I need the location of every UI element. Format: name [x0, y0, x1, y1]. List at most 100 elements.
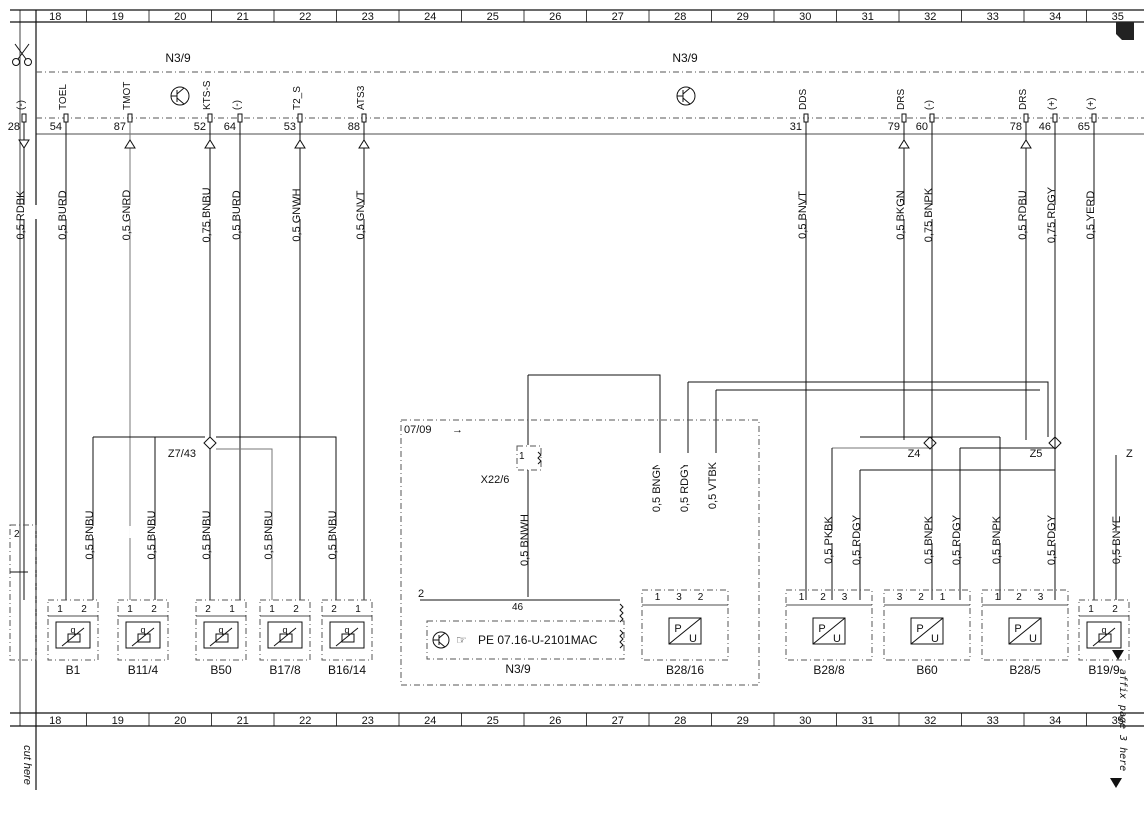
pin-label: 2	[81, 604, 87, 615]
component-label: B28/5	[1009, 663, 1041, 677]
grid-label-top: 33	[987, 11, 999, 23]
grid-label-bottom: 20	[174, 715, 186, 727]
sensor-wire-label: 0,5 BNBU	[327, 510, 339, 559]
splice-z4	[923, 436, 937, 450]
grid-label-bottom: 29	[737, 715, 749, 727]
pin-number: 60	[916, 121, 928, 133]
pin-label: 1	[1088, 604, 1094, 615]
pu-wire-label: 0,5 RDGY	[679, 461, 691, 512]
pin-signal: DDS	[798, 89, 809, 110]
grid-label-bottom: 32	[924, 715, 936, 727]
pin-number: 64	[224, 121, 236, 133]
grid-label-top: 27	[612, 11, 624, 23]
pu-u-label: U	[931, 633, 939, 645]
pu-wire-label: 0,5 VTBK	[707, 461, 719, 509]
connector-label-x22: X22/6	[481, 474, 510, 486]
pu-u-label: U	[1029, 633, 1037, 645]
arrow-icon: →	[452, 424, 463, 436]
pu-wire-label: 0,5 BNPK	[991, 515, 1003, 564]
module-label-left: N3/9	[165, 51, 191, 65]
wire-label: 0,5 RDBK	[15, 190, 27, 240]
component-label: B1	[66, 663, 81, 677]
pin-label: 2	[293, 604, 299, 615]
sensor-q-label: q	[218, 625, 223, 635]
left-stub-connector: 2	[9, 524, 37, 661]
pin-label: 3	[842, 592, 848, 603]
pin-signal: ATS3	[356, 85, 367, 110]
pu-p-label: P	[674, 623, 681, 635]
pin-signal: TMOT	[122, 82, 133, 110]
pin-signal: (-)	[924, 100, 935, 110]
sensor-q-label: q	[1101, 625, 1106, 635]
pu-wire-label: 0,5 RDGY	[851, 514, 863, 565]
pin-number: 87	[114, 121, 126, 133]
grid-label-bottom: 19	[112, 715, 124, 727]
module-label-right: N3/9	[672, 51, 698, 65]
module-pin-79: 79 DRS 0,5 BKGN	[878, 89, 930, 440]
pin-signal: (+)	[1047, 98, 1058, 111]
pin-label: 3	[897, 592, 903, 603]
sensor-q-label: q	[344, 625, 349, 635]
pin-signal: (-)	[16, 100, 27, 110]
pin-signal: DRS	[896, 89, 907, 110]
grid-label-top: 35	[1112, 11, 1124, 23]
grid-label-top: 29	[737, 11, 749, 23]
pin-number: 65	[1078, 121, 1090, 133]
pin-signal: (-)	[232, 100, 243, 110]
pin-number: 79	[888, 121, 900, 133]
pin-number: 28	[8, 121, 20, 133]
pin-label: 3	[676, 592, 682, 603]
connector-x22-6: 1	[516, 445, 542, 597]
affix-page-text: affix page 3 here	[1117, 669, 1128, 771]
component-label: B50	[210, 663, 232, 677]
pu-wire-label: 0,5 PKBK	[823, 515, 835, 563]
pu-wire-label: 0,5 BNPK	[923, 515, 935, 564]
pin-label: 1	[57, 604, 63, 615]
grid-label-bottom: 26	[549, 715, 561, 727]
wire-label: 0,75 RDGY	[1046, 186, 1058, 243]
grid-label-top: 30	[799, 11, 811, 23]
grid-label-top: 23	[362, 11, 374, 23]
pu-wire-label: 0,5 RDGY	[951, 514, 963, 565]
pu-u-label: U	[833, 633, 841, 645]
pin-signal: TOEL	[58, 84, 69, 110]
pin-label: 1	[229, 604, 235, 615]
pin-number: 78	[1010, 121, 1022, 133]
component-label: B28/8	[813, 663, 845, 677]
pin-label: 2	[205, 604, 211, 615]
grid-label-bottom: 27	[612, 715, 624, 727]
pin-number: 53	[284, 121, 296, 133]
pin-label: 2	[918, 592, 924, 603]
grid-label-top: 24	[424, 11, 436, 23]
grid-label-bottom: 24	[424, 715, 436, 727]
ecu-region-box	[400, 419, 760, 686]
wire-label: 0,5 BKGN	[895, 190, 907, 240]
grid-label-bottom: 18	[49, 715, 61, 727]
scissors-icon	[12, 43, 32, 66]
component-label: B60	[916, 663, 938, 677]
grid-label-top: 28	[674, 11, 686, 23]
page-corner-icon	[1116, 22, 1134, 40]
component-label: B11/4	[128, 663, 159, 677]
module-pin-65: 65(+)0,5 YERD	[1068, 98, 1120, 600]
splice-label-z7: Z7/43	[168, 448, 196, 460]
component-label: B17/8	[269, 663, 301, 677]
component-label: B19/9	[1088, 663, 1120, 677]
splice-label-z5: Z5	[1030, 448, 1043, 460]
wire-label: 0,5 BURD	[57, 190, 69, 240]
svg-text:46: 46	[512, 602, 524, 613]
splice-label-z4: Z4	[908, 448, 921, 460]
pin-label: 2	[820, 592, 826, 603]
grid-label-bottom: 33	[987, 715, 999, 727]
